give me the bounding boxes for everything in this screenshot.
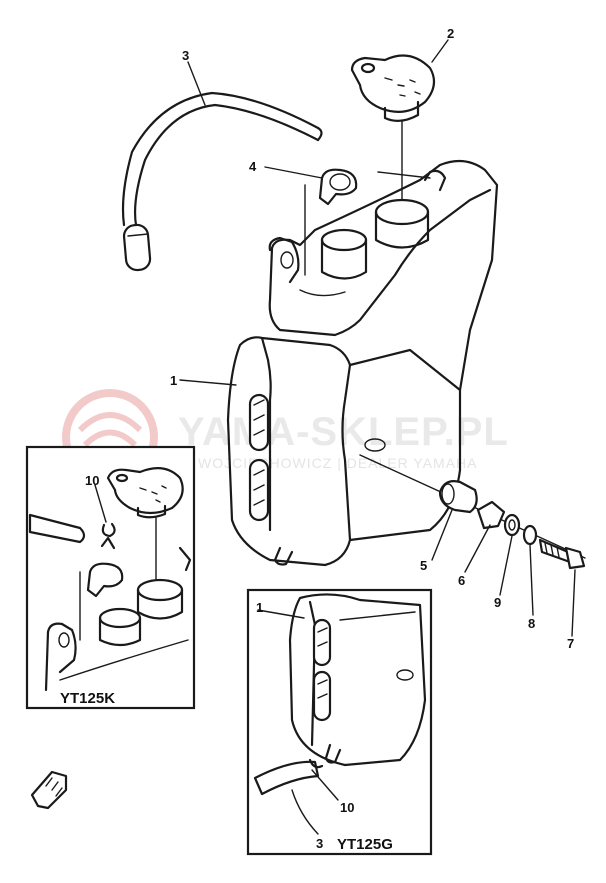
- leader-lines: [179, 39, 576, 637]
- callout-8: 8: [528, 616, 535, 631]
- callout-5: 5: [420, 558, 427, 573]
- front-arrow-icon: [30, 770, 68, 810]
- callout-2: 2: [447, 26, 454, 41]
- callout-3: 3: [182, 48, 189, 63]
- inset-yt125k: 10 YT125K: [25, 445, 196, 710]
- inset-right-callout-3: 3: [316, 836, 323, 851]
- oil-tank: [226, 159, 499, 567]
- inset-left-callout-10: 10: [85, 473, 99, 488]
- inset-right-callout-10: 10: [340, 800, 354, 815]
- callout-6: 6: [458, 573, 465, 588]
- callout-1: 1: [170, 373, 177, 388]
- part-9-washer: [503, 513, 521, 537]
- inset-left-label: YT125K: [60, 690, 115, 707]
- inset-right-callout-1: 1: [256, 600, 263, 615]
- tank-cap: [350, 54, 436, 206]
- callout-4: 4: [249, 159, 257, 174]
- outlet-fittings: [359, 454, 586, 570]
- callouts: 3 2 4 1 5 6 9 8 7: [170, 26, 574, 651]
- watermark-tagline: WOJCIECHOWICZ | DEALER YAMAHA: [198, 455, 477, 471]
- breather-hose: [121, 91, 323, 272]
- inset-yt125g: 1 10 3 YT125G: [246, 588, 433, 856]
- part-6-collar: [476, 500, 506, 530]
- callout-9: 9: [494, 595, 501, 610]
- grommet: [304, 168, 358, 276]
- part-8-washer: [522, 524, 538, 546]
- callout-7: 7: [567, 636, 574, 651]
- inset-right-label: YT125G: [337, 836, 393, 853]
